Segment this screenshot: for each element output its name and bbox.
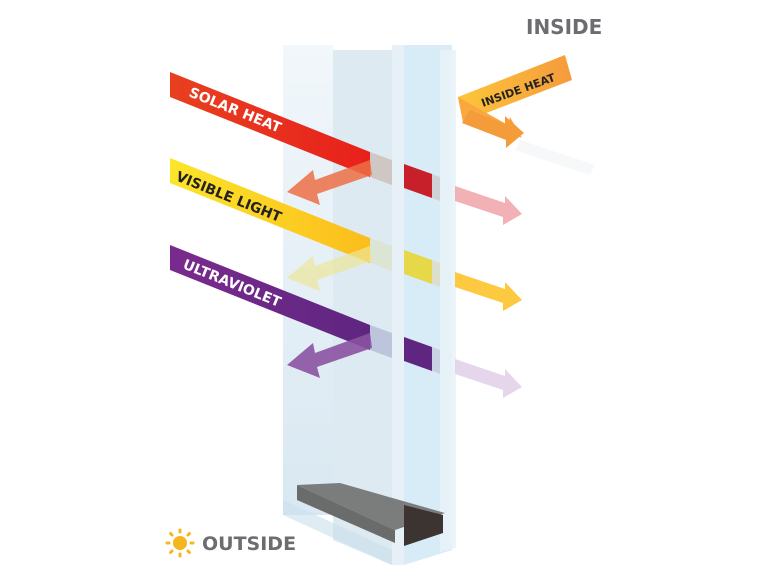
glass-unit (283, 45, 456, 565)
outside-label: OUTSIDE (202, 533, 296, 555)
visible-light-ray: VISIBLE LIGHT (170, 158, 522, 311)
sun-icon (165, 528, 195, 558)
solar-heat-label: SOLAR HEAT (187, 85, 284, 137)
inside-heat-ray: INSIDE HEAT (458, 55, 595, 175)
ultraviolet-label: ULTRAVIOLET (181, 257, 284, 311)
inside-label: INSIDE (526, 15, 602, 39)
